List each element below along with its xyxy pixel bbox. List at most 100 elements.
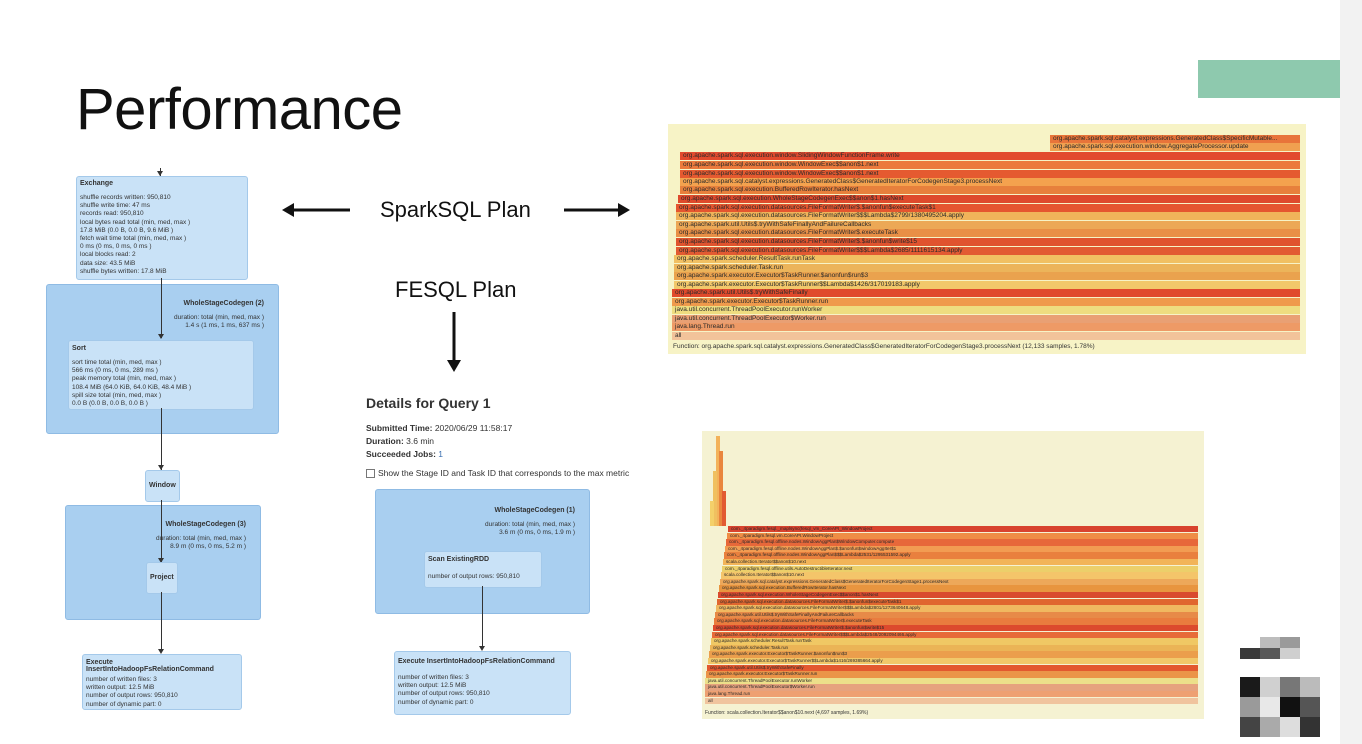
max-metric-option[interactable]: Show the Stage ID and Task ID that corre…	[366, 468, 629, 478]
flame-frame[interactable]: scala.collection.Iterator$$anon$10.next	[721, 572, 1198, 579]
arrow-right-icon	[564, 203, 630, 217]
flame-frame[interactable]: org.apache.spark.sql.execution.datasourc…	[712, 631, 1198, 638]
max-metric-label: Show the Stage ID and Task ID that corre…	[378, 468, 630, 478]
flame-frame[interactable]: com._4paradigm.fesql.offline.nodes.Windo…	[724, 552, 1198, 559]
codegen1-line: 3.6 m (0 ms, 0 ms, 1.9 m )	[499, 529, 575, 536]
window-node[interactable]: Window	[145, 470, 180, 502]
flame-frame[interactable]: org.apache.spark.sql.execution.WholeStag…	[718, 592, 1198, 599]
flame-stack	[716, 436, 720, 526]
project-title: Project	[150, 574, 174, 581]
submitted-value: 2020/06/29 11:58:17	[434, 423, 513, 433]
metric-line: number of written files: 3	[86, 676, 157, 683]
exchange-title: Exchange	[80, 180, 114, 187]
flame-frame[interactable]: java.lang.Thread.run	[705, 691, 1198, 698]
arrow-head	[158, 334, 164, 339]
codegen2-line: duration: total (min, med, max )	[174, 314, 264, 321]
flame-frame[interactable]: org.apache.spark.util.Utils$.tryWithSafe…	[676, 221, 1300, 229]
flame-frame[interactable]: org.apache.spark.sql.execution.datasourc…	[714, 618, 1198, 625]
duration-value: 3.6 min	[406, 436, 435, 446]
insert-node[interactable]: Execute InsertIntoHadoopFsRelationComman…	[82, 654, 242, 710]
flame-frame[interactable]: org.apache.spark.sql.execution.datasourc…	[676, 247, 1300, 255]
flame-frame[interactable]: org.apache.spark.scheduler.ResultTask.ru…	[674, 255, 1300, 263]
max-metric-checkbox[interactable]	[366, 468, 375, 478]
flame-frame[interactable]: org.apache.spark.scheduler.ResultTask.ru…	[711, 638, 1198, 645]
metric-line: sort time total (min, med, max )	[72, 359, 162, 366]
flame-frame[interactable]: org.apache.spark.sql.catalyst.expression…	[1050, 135, 1300, 143]
flame-frame[interactable]: org.apache.spark.sql.execution.window.Wi…	[680, 170, 1300, 178]
flame-frame[interactable]: org.apache.spark.sql.execution.BufferedR…	[680, 186, 1300, 194]
flame-frame[interactable]: org.apache.spark.executor.Executor$TaskR…	[672, 298, 1300, 306]
flame-frame[interactable]: org.apache.spark.scheduler.Task.run	[674, 264, 1300, 272]
metric-line: 0.0 B (0.0 B, 0.0 B, 0.0 B )	[72, 400, 148, 408]
flame-frame[interactable]: java.util.concurrent.ThreadPoolExecutor$…	[705, 684, 1198, 691]
flame-stack	[713, 471, 717, 526]
flame-frame[interactable]: java.util.concurrent.ThreadPoolExecutor.…	[672, 306, 1300, 314]
sort-node[interactable]: Sort sort time total (min, med, max ) 56…	[68, 340, 254, 410]
flame-frame[interactable]: org.apache.spark.executor.Executor$TaskR…	[706, 671, 1198, 678]
duration-label: Duration:	[366, 436, 404, 446]
flame-frame[interactable]: all	[705, 697, 1198, 704]
codegen2-line: 1.4 s (1 ms, 1 ms, 637 ms )	[185, 322, 264, 329]
flame-frame[interactable]: org.apache.spark.executor.Executor$TaskR…	[674, 272, 1300, 280]
jobs-value[interactable]: 1	[438, 449, 444, 459]
flame-stack	[719, 451, 723, 526]
flame-frame[interactable]: java.lang.Thread.run	[672, 323, 1300, 331]
flame-frame[interactable]: org.apache.spark.sql.catalyst.expression…	[680, 178, 1300, 186]
flame-frame[interactable]: org.apache.spark.sql.execution.datasourc…	[676, 212, 1300, 220]
metric-line: number of dynamic part: 0	[86, 700, 162, 708]
flame-frame[interactable]: org.apache.spark.sql.execution.datasourc…	[716, 605, 1198, 612]
flame-frame[interactable]: java.util.concurrent.ThreadPoolExecutor.…	[705, 677, 1198, 685]
flame-frame[interactable]: org.apache.spark.sql.execution.datasourc…	[717, 598, 1198, 605]
flame-frame[interactable]: org.apache.spark.sql.execution.window.Ag…	[1050, 143, 1300, 151]
arrow-head	[158, 649, 164, 654]
connector	[161, 500, 162, 562]
flame-frame[interactable]: org.apache.spark.sql.execution.datasourc…	[676, 204, 1300, 212]
flame-stack	[722, 491, 726, 526]
codegen3-line: duration: total (min, med, max )	[156, 535, 246, 542]
metric-line: number of dynamic part: 0	[398, 698, 474, 706]
flame-frame[interactable]: org.apache.spark.sql.execution.BufferedR…	[719, 585, 1198, 592]
fesql-flamegraph[interactable]: Function: scala.collection.Iterator$$ano…	[702, 431, 1204, 719]
flame-frame[interactable]: org.apache.spark.util.Utils$.tryWithSafe…	[715, 611, 1198, 619]
flame-frame[interactable]: org.apache.spark.executor.Executor$TaskR…	[708, 658, 1198, 665]
flame-frame[interactable]: org.apache.spark.executor.Executor$TaskR…	[674, 281, 1300, 289]
flame-frame[interactable]: org.apache.spark.util.Utils$.tryWithSafe…	[707, 664, 1198, 671]
connector	[161, 278, 162, 338]
flame-frame[interactable]: org.apache.spark.sql.execution.WholeStag…	[678, 195, 1300, 203]
metric-line: 0 ms (0 ms, 0 ms, 0 ms )	[80, 243, 152, 251]
codegen3-title: WholeStageCodegen (3)	[165, 521, 246, 528]
metric-line: peak memory total (min, med, max )	[72, 375, 177, 383]
flame-frame[interactable]: org.apache.spark.scheduler.Task.run	[710, 644, 1198, 652]
flame-frame[interactable]: com._4paradigm.fesql._maplsync(fesql_vm_…	[728, 526, 1198, 533]
flame-frame[interactable]: com._4paradigm.fesql.offline.utils.AutoD…	[722, 565, 1198, 572]
flame-frame[interactable]: org.apache.spark.executor.Executor$TaskR…	[709, 651, 1198, 658]
scan-node[interactable]: Scan ExistingRDD number of output rows: …	[424, 551, 542, 588]
insert-metrics: number of written files: 3 written outpu…	[86, 676, 178, 709]
flame-frame[interactable]: com._4paradigm.fesql.offline.nodes.Windo…	[726, 539, 1198, 546]
flame-frame[interactable]: org.apache.spark.sql.execution.datasourc…	[676, 238, 1300, 246]
flame-frame[interactable]: org.apache.spark.sql.execution.datasourc…	[676, 229, 1300, 237]
flame-frame[interactable]: org.apache.spark.util.Utils$.tryWithSafe…	[672, 289, 1300, 297]
flame-frame[interactable]: com._4paradigm.fesql.offline.nodes.Windo…	[725, 545, 1198, 553]
flame-frame[interactable]: org.apache.spark.sql.catalyst.expression…	[720, 578, 1198, 586]
flame-frame[interactable]: org.apache.spark.sql.execution.datasourc…	[713, 625, 1198, 632]
exchange-node[interactable]: Exchange shuffle records written: 950,81…	[76, 176, 248, 280]
sparksql-plan-label: SparkSQL Plan	[380, 197, 531, 222]
flame-frame[interactable]: scala.collection.Iterator$$anon$10.next	[723, 559, 1198, 566]
flame-frame[interactable]: all	[672, 332, 1300, 340]
metric-line: shuffle write time: 47 ms	[80, 202, 150, 210]
flame-frame[interactable]: com._4paradigm.fesql.vm.CoreAPI.WindowPr…	[727, 532, 1198, 539]
fesql-insert-node[interactable]: Execute InsertIntoHadoopFsRelationComman…	[394, 651, 571, 715]
fesql-insert-metrics: number of written files: 3 written outpu…	[398, 674, 490, 707]
codegen3-line: 8.9 m (0 ms, 0 ms, 5.2 m )	[170, 543, 246, 550]
slide-title: Performance	[76, 77, 403, 142]
flame-frame[interactable]: org.apache.spark.sql.execution.window.Sl…	[680, 152, 1300, 160]
flame-frame[interactable]: org.apache.spark.sql.execution.window.Wi…	[680, 161, 1300, 169]
sparksql-flamegraph[interactable]: Function: org.apache.spark.sql.catalyst.…	[668, 124, 1306, 354]
blurred-qr	[1240, 677, 1320, 737]
right-scrollbar[interactable]	[1340, 0, 1362, 744]
project-node[interactable]: Project	[146, 562, 178, 594]
codegen2-title: WholeStageCodegen (2)	[183, 300, 264, 307]
flame-footer: Function: scala.collection.Iterator$$ano…	[705, 710, 869, 716]
flame-frame[interactable]: java.util.concurrent.ThreadPoolExecutor$…	[672, 315, 1300, 323]
